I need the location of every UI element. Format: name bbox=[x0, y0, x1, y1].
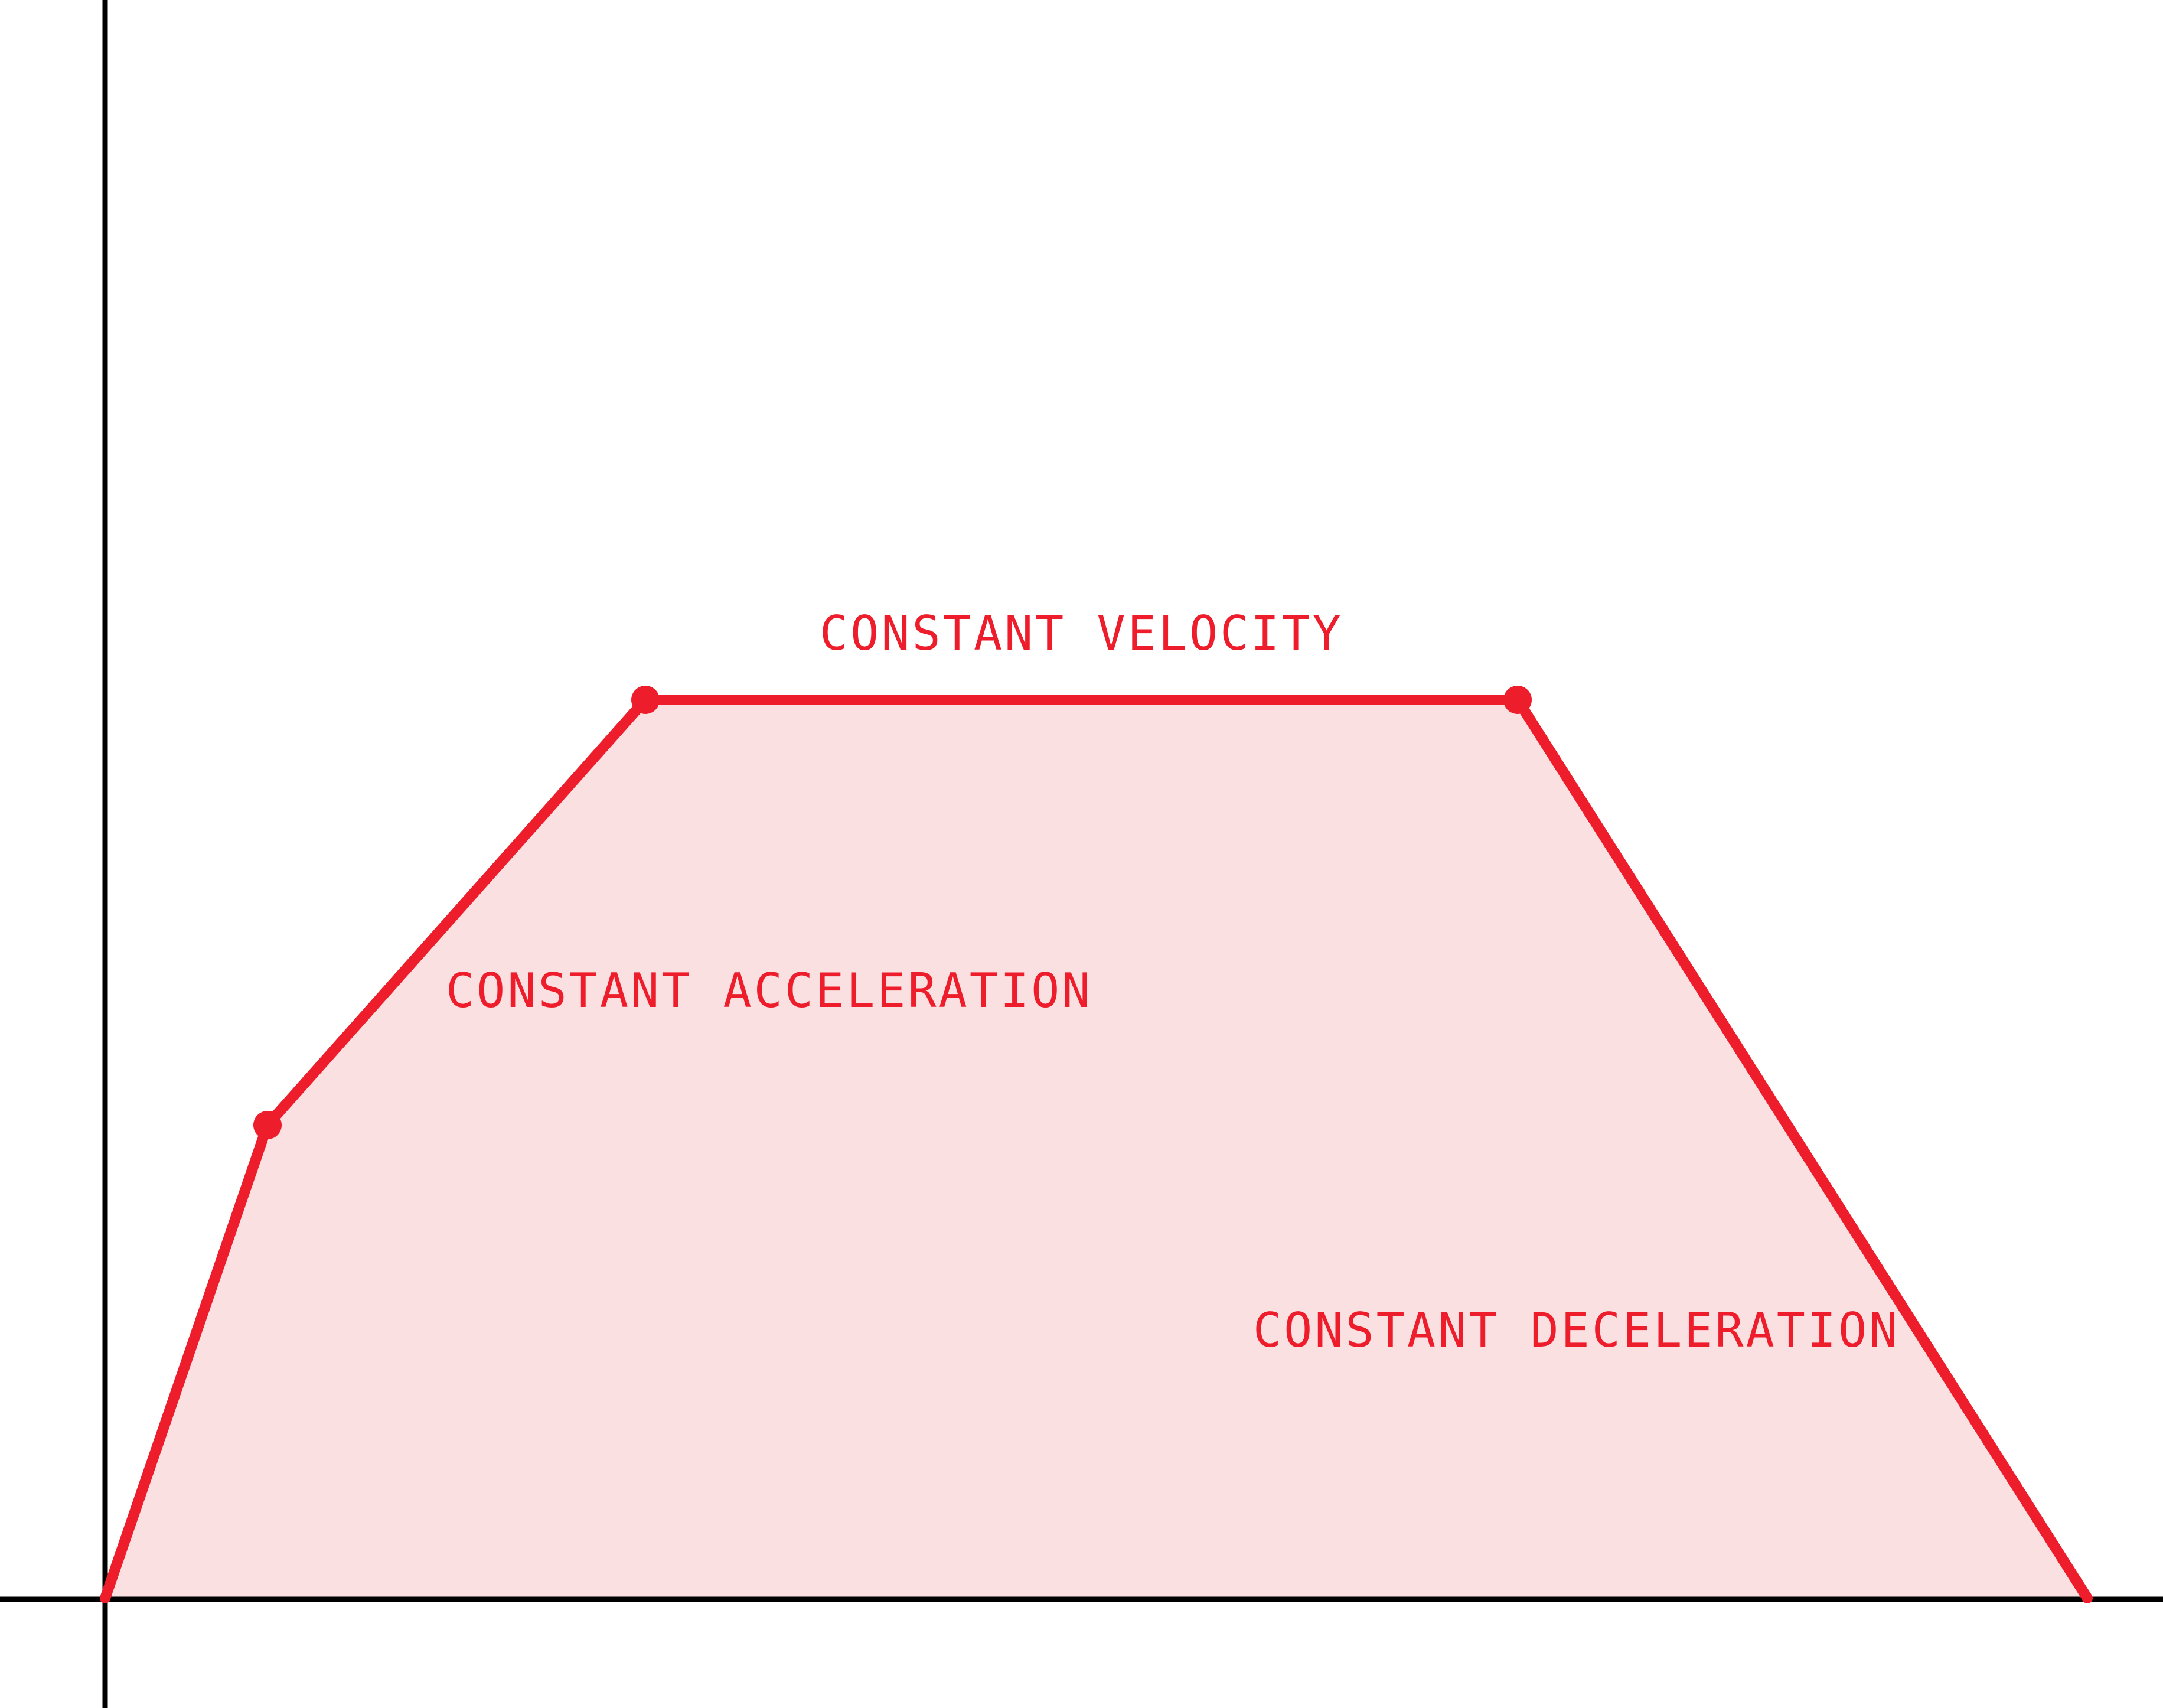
constant-velocity-label: CONSTANT VELOCITY bbox=[820, 606, 1343, 661]
constant-deceleration-label: CONSTANT DECELERATION bbox=[1253, 1303, 1900, 1358]
vertex-marker-2 bbox=[631, 686, 660, 714]
profile-area-fill bbox=[105, 700, 2087, 1598]
vertex-marker-3 bbox=[1503, 686, 1532, 714]
vertex-marker-1 bbox=[253, 1111, 282, 1139]
constant-acceleration-label: CONSTANT ACCELERATION bbox=[446, 963, 1092, 1018]
